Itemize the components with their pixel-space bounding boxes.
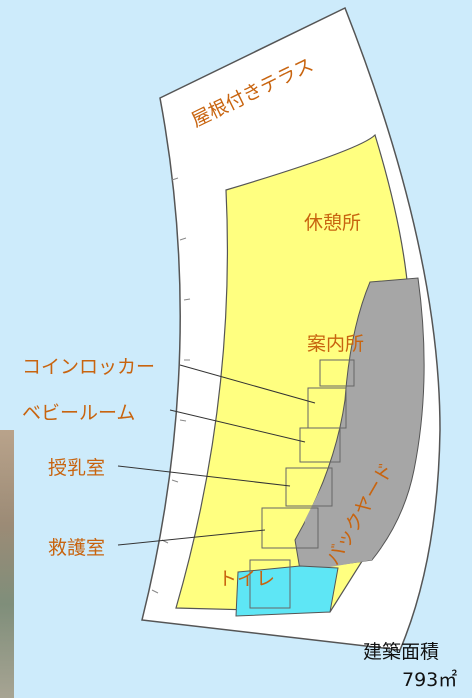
building-area-label: 建築面積	[363, 641, 440, 663]
coin-locker-label: コインロッカー	[22, 356, 156, 378]
backyard-area-lower	[300, 470, 380, 572]
leader-baby-room	[169, 409, 306, 443]
terrace-ticks	[151, 177, 191, 594]
leader-coin-locker	[179, 364, 316, 404]
leader-first-aid	[117, 529, 266, 546]
baby-room-label: ベビールーム	[22, 402, 136, 424]
toilet-label: トイレ	[218, 568, 276, 590]
lounge-label: 休憩所	[304, 212, 362, 234]
leader-lines	[117, 364, 316, 546]
info-label: 案内所	[307, 333, 365, 355]
first-aid-label: 救護室	[48, 537, 106, 559]
photo-fragment	[0, 430, 14, 698]
room-outlines	[249, 359, 355, 609]
nursing-room-label: 授乳室	[48, 457, 106, 479]
leader-nursing-room	[117, 465, 291, 487]
building-area-value: 793㎡	[402, 669, 458, 691]
